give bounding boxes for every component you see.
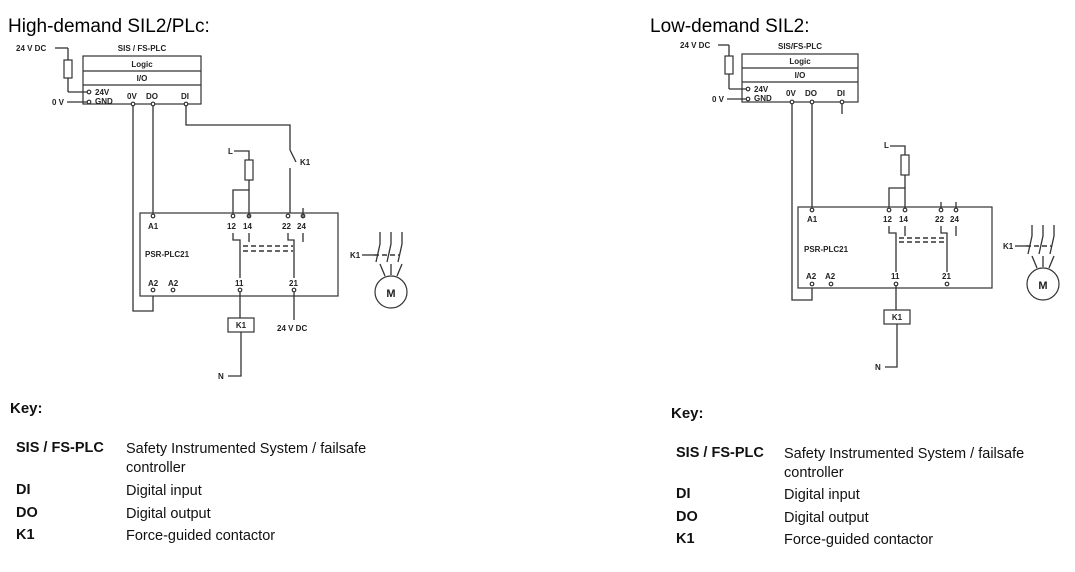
low-demand-title: Low-demand SIL2: bbox=[650, 16, 810, 37]
key-title: Key: bbox=[671, 405, 704, 422]
relay-model-label: PSR-PLC21 bbox=[145, 250, 190, 259]
key-definition: Digital output bbox=[126, 506, 211, 522]
term-gnd: GND bbox=[754, 94, 772, 103]
relay-12: 12 bbox=[883, 215, 892, 224]
relay-a1: A1 bbox=[807, 215, 818, 224]
term-24v: 24V bbox=[754, 85, 769, 94]
term-24v: 24V bbox=[95, 88, 110, 97]
plc-block bbox=[741, 53, 859, 103]
motor-label: M bbox=[386, 288, 395, 300]
supply-label: 24 V DC bbox=[680, 41, 710, 50]
key-term: DO bbox=[16, 505, 38, 521]
relay-14: 14 bbox=[243, 222, 252, 231]
relay-12: 12 bbox=[227, 222, 236, 231]
relay-a1: A1 bbox=[148, 222, 159, 231]
key-row: DI Digital input bbox=[16, 482, 416, 502]
motor-icon bbox=[374, 275, 408, 309]
term-0v: 0V bbox=[127, 92, 137, 101]
line-l-label: L bbox=[884, 141, 889, 150]
term-di: DI bbox=[181, 92, 189, 101]
key-row: K1 Force-guided contactor bbox=[16, 527, 416, 547]
key-definition: Force-guided contactor bbox=[784, 532, 934, 548]
neutral-label: N bbox=[218, 372, 224, 381]
term-gnd: GND bbox=[95, 97, 113, 106]
low-demand-panel: Low-demand SIL2: SIS/FS-PLC Logic I/O 24… bbox=[540, 0, 1075, 572]
relay-block bbox=[139, 212, 339, 297]
key-term: DO bbox=[676, 509, 698, 525]
zero-v-label: 0 V bbox=[712, 95, 725, 104]
key-definition: Digital input bbox=[784, 487, 860, 503]
fuse-icon bbox=[900, 154, 910, 176]
key-term: DI bbox=[676, 486, 691, 502]
fuse-icon bbox=[244, 159, 254, 181]
key-definition: Safety Instrumented System / failsafe co… bbox=[784, 446, 1025, 481]
k1-coil-label: K1 bbox=[892, 313, 903, 322]
key-definition: Safety Instrumented System / failsafe co… bbox=[126, 441, 367, 476]
high-demand-title: High-demand SIL2/PLc: bbox=[8, 16, 210, 37]
key-row: K1 Force-guided contactor bbox=[676, 531, 1066, 551]
io-label: I/O bbox=[137, 74, 148, 83]
relay-24: 24 bbox=[297, 222, 306, 231]
relay-22: 22 bbox=[935, 215, 944, 224]
io-label: I/O bbox=[795, 71, 806, 80]
relay-14: 14 bbox=[899, 215, 908, 224]
relay-21: 21 bbox=[289, 279, 298, 288]
term-do: DO bbox=[805, 89, 817, 98]
motor-label: M bbox=[1038, 280, 1047, 292]
zero-v-label: 0 V bbox=[52, 98, 65, 107]
motor-k1-label: K1 bbox=[350, 251, 361, 260]
term-0v: 0V bbox=[786, 89, 796, 98]
k1-contact-label: K1 bbox=[300, 158, 311, 167]
relay-11: 11 bbox=[235, 279, 244, 288]
relay-21: 21 bbox=[942, 272, 951, 281]
key-row: SIS / FS-PLC Safety Instrumented System … bbox=[16, 440, 416, 480]
plc-label: SIS/FS-PLC bbox=[778, 42, 822, 51]
term-di: DI bbox=[837, 89, 845, 98]
high-demand-wiring-diagram: SIS / FS-PLC Logic I/O 24V GND 0V DO DI … bbox=[16, 44, 408, 381]
relay-11: 11 bbox=[891, 272, 900, 281]
plc-label: SIS / FS-PLC bbox=[118, 44, 167, 53]
fuse-icon bbox=[724, 55, 734, 75]
key-definition: Digital output bbox=[784, 510, 869, 526]
relay-a2: A2 bbox=[806, 272, 817, 281]
key-row: DI Digital input bbox=[676, 486, 1066, 506]
relay-model-label: PSR-PLC21 bbox=[804, 245, 849, 254]
key-term: K1 bbox=[676, 531, 695, 547]
low-demand-wiring-diagram: SIS/FS-PLC Logic I/O 24V GND 0V DO DI 24… bbox=[680, 41, 1060, 372]
motor-k1-label: K1 bbox=[1003, 242, 1014, 251]
relay-22: 22 bbox=[282, 222, 291, 231]
relay-a2-second: A2 bbox=[168, 279, 179, 288]
logic-label: Logic bbox=[789, 57, 811, 66]
key-term: K1 bbox=[16, 527, 35, 543]
relay-24: 24 bbox=[950, 215, 959, 224]
term-do: DO bbox=[146, 92, 158, 101]
relay-a2-second: A2 bbox=[825, 272, 836, 281]
key-definition: Force-guided contactor bbox=[126, 528, 276, 544]
neutral-label: N bbox=[875, 363, 881, 372]
key-term: DI bbox=[16, 482, 31, 498]
key-row: DO Digital output bbox=[16, 505, 416, 525]
supply-label: 24 V DC bbox=[16, 44, 46, 53]
high-demand-panel: High-demand SIL2/PLc: SIS / FS-PLC Logic… bbox=[8, 16, 416, 547]
supply-out-label: 24 V DC bbox=[277, 324, 307, 333]
line-l-label: L bbox=[228, 147, 233, 156]
motor-icon bbox=[1026, 267, 1060, 301]
relay-a2: A2 bbox=[148, 279, 159, 288]
key-definition: Digital input bbox=[126, 483, 202, 499]
key-term: SIS / FS-PLC bbox=[16, 440, 104, 456]
key-row: SIS / FS-PLC Safety Instrumented System … bbox=[676, 445, 1066, 485]
fuse-icon bbox=[63, 59, 73, 79]
k1-coil-label: K1 bbox=[236, 321, 247, 330]
logic-label: Logic bbox=[131, 60, 153, 69]
key-term: SIS / FS-PLC bbox=[676, 445, 764, 461]
key-title: Key: bbox=[10, 400, 43, 417]
relay-block bbox=[797, 206, 993, 289]
key-row: DO Digital output bbox=[676, 509, 1066, 529]
plc-block bbox=[82, 55, 202, 105]
